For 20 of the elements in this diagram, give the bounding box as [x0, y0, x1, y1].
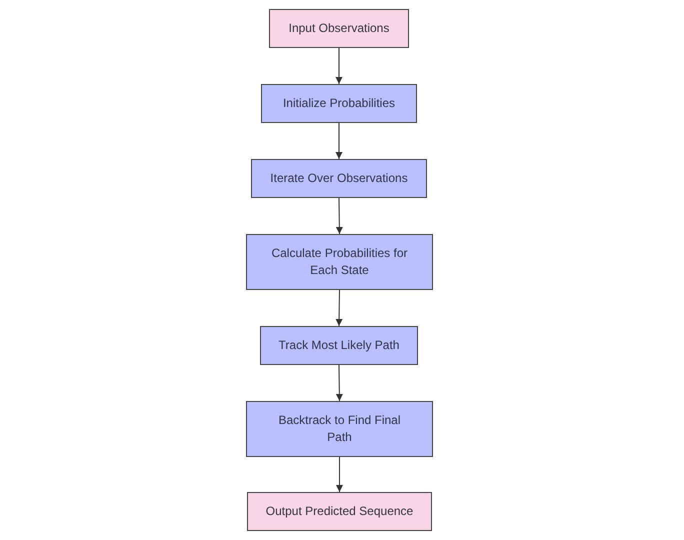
- node-label: Backtrack to Find Final Path: [277, 412, 402, 446]
- node-label: Iterate Over Observations: [270, 170, 408, 187]
- arrow: [336, 48, 342, 84]
- process-box: [251, 159, 427, 198]
- node-label: Input Observations: [288, 20, 390, 37]
- process-box: [247, 492, 432, 531]
- node-label: Track Most Likely Path: [278, 337, 400, 354]
- process-box: [260, 326, 418, 365]
- node-label: Initialize Probabilities: [282, 95, 396, 112]
- process-box: [246, 401, 433, 457]
- arrow: [336, 290, 343, 326]
- arrow: [336, 364, 343, 402]
- process-box: [246, 234, 433, 290]
- arrow: [336, 456, 343, 492]
- process-box: [261, 84, 417, 123]
- node-label: Output Predicted Sequence: [266, 503, 414, 520]
- node-label: Calculate Probabilities for Each State: [270, 245, 409, 279]
- arrow: [336, 122, 342, 160]
- process-box: [269, 9, 409, 48]
- arrow: [336, 198, 343, 234]
